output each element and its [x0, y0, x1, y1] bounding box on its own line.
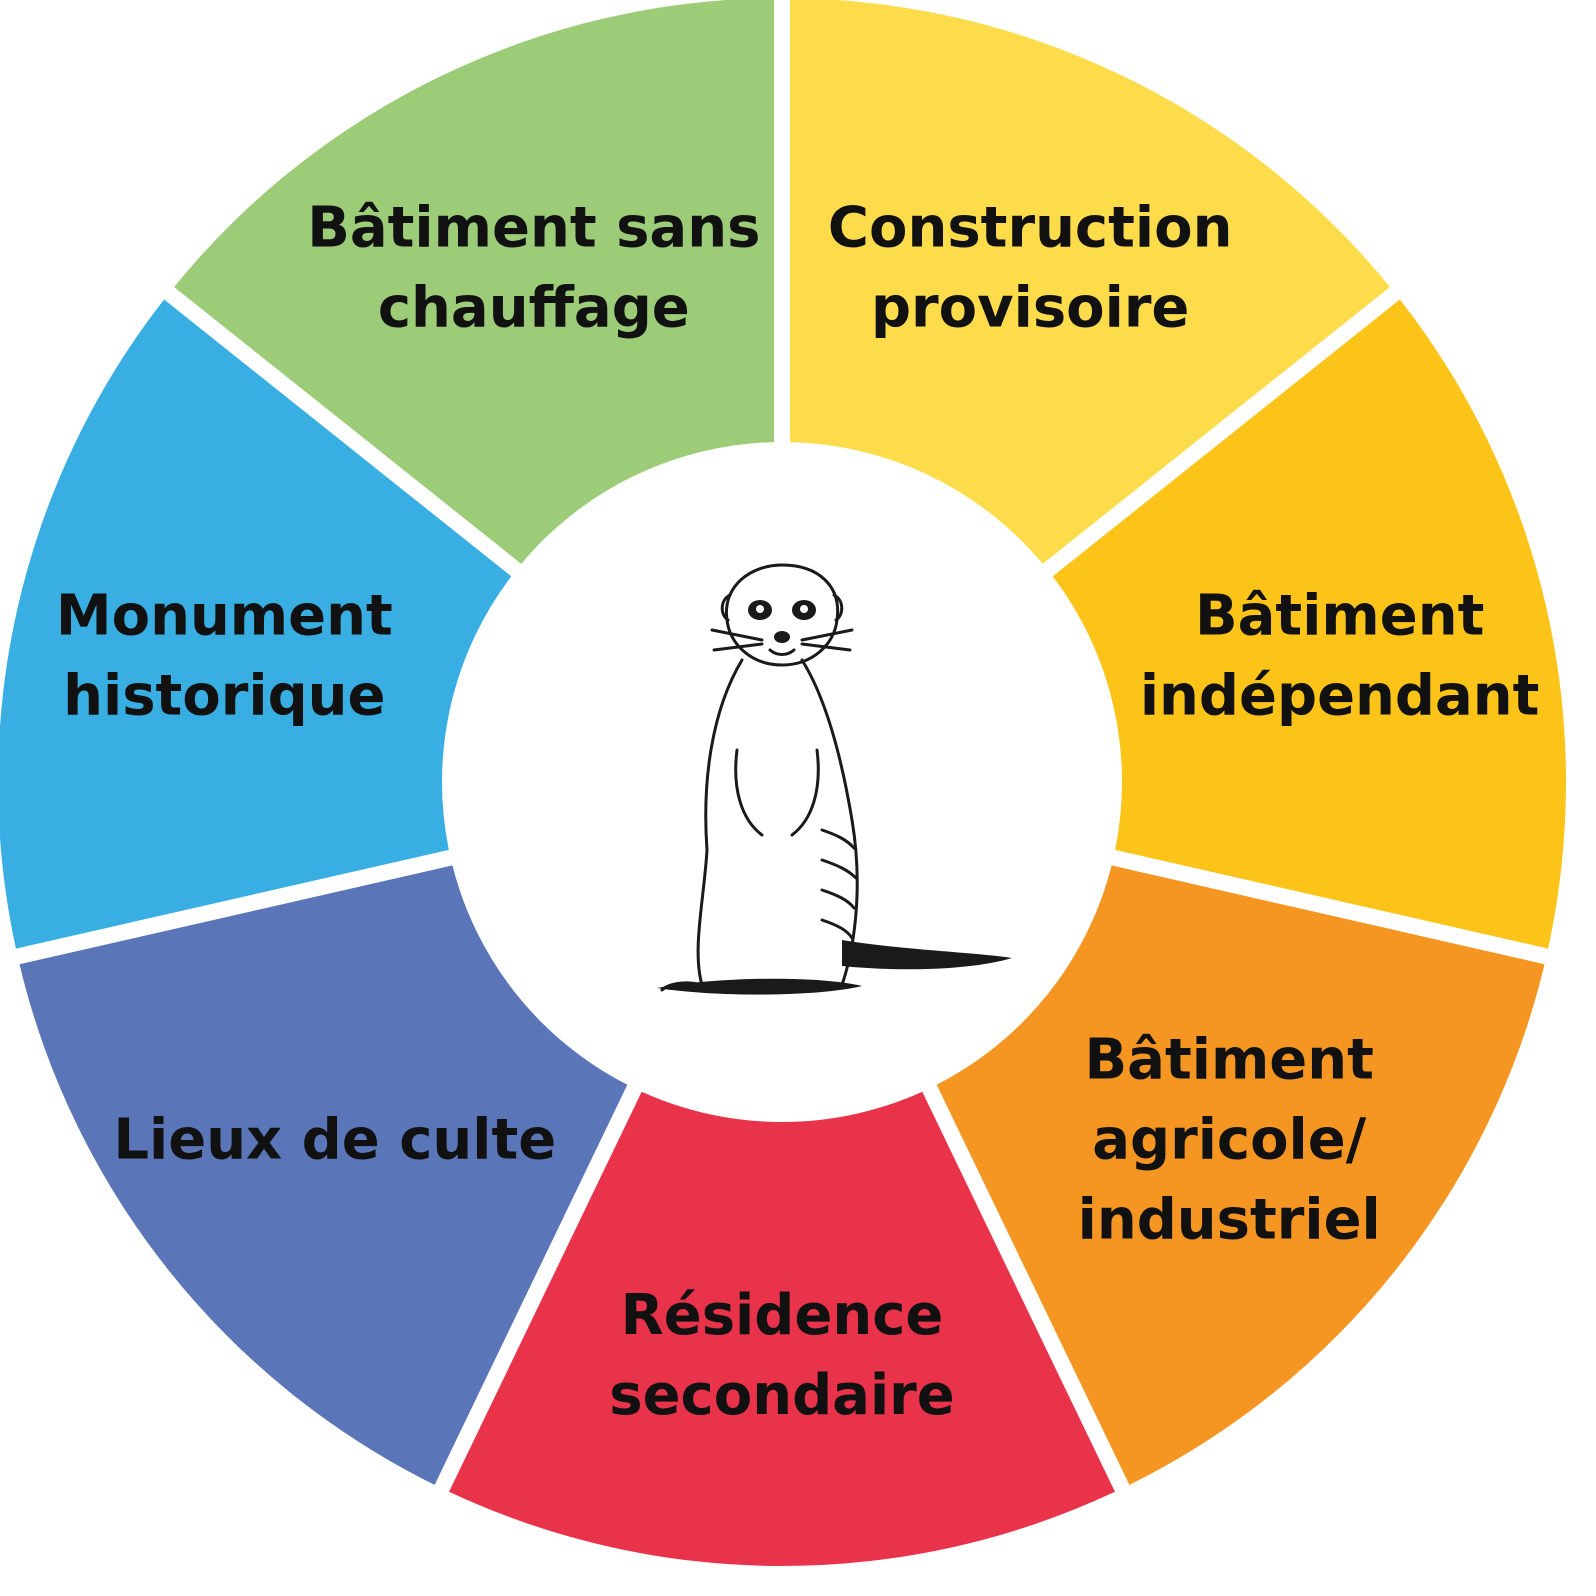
label-line: Monument: [56, 584, 393, 649]
label-batiment-independant: Bâtiment indépendant: [1140, 584, 1540, 729]
segment-residence-secondaire: [449, 1091, 1115, 1566]
segment-monument-historique: [0, 299, 512, 949]
wheel-segments: [0, 0, 1566, 1566]
label-line: Bâtiment: [1085, 1028, 1374, 1093]
label-line: historique: [63, 664, 385, 729]
label-line: chauffage: [378, 276, 690, 341]
label-line: Résidence: [621, 1283, 944, 1348]
label-line: secondaire: [609, 1363, 955, 1428]
label-batiment-agricole-industriel: Bâtiment agricole/industriel: [1078, 1028, 1381, 1253]
label-line: provisoire: [871, 276, 1189, 341]
label-line: Lieux de culte: [113, 1108, 556, 1173]
meerkat-icon: [657, 563, 1012, 995]
label-lieux-de-culte: Lieux de culte: [113, 1108, 556, 1173]
segment-lieux-de-culte: [19, 865, 628, 1485]
label-line: indépendant: [1140, 664, 1540, 729]
segment-batiment-sans-chauffage: [174, 0, 775, 564]
segment-batiment-agricole-industriel: [936, 865, 1545, 1485]
label-batiment-sans-chauffage: Bâtiment sans chauffage: [307, 196, 760, 341]
label-line: Bâtiment: [1195, 584, 1484, 649]
segment-batiment-independant: [1052, 299, 1566, 949]
label-residence-secondaire: Résidence secondaire: [609, 1283, 955, 1428]
segment-construction-provisoire: [789, 0, 1390, 564]
label-line: agricole/: [1092, 1108, 1367, 1173]
label-construction-provisoire: Construction provisoire: [828, 196, 1233, 341]
label-line: industriel: [1078, 1188, 1381, 1253]
label-line: Bâtiment sans: [307, 196, 760, 261]
label-monument-historique: Monument historique: [56, 584, 393, 729]
label-line: Construction: [828, 196, 1233, 261]
wheel-labels: Bâtiment sans chauffage Construction provis…: [56, 196, 1540, 1428]
